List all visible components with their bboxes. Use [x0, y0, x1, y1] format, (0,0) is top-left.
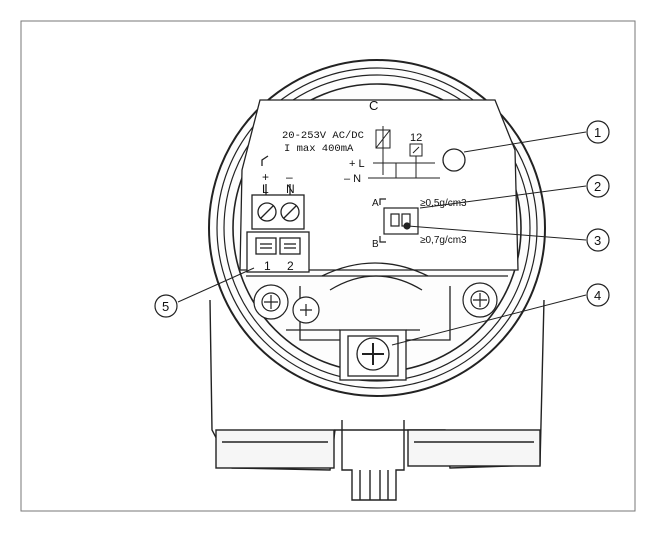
- callout-3: 3: [594, 233, 601, 248]
- housing-body: [209, 299, 545, 501]
- electronics-module: [239, 99, 519, 341]
- callout-leaders: [177, 131, 587, 346]
- terminal-plus-sign: +: [262, 170, 269, 184]
- callout-4: 4: [594, 288, 601, 303]
- callout-2: 2: [594, 179, 601, 194]
- callout-circles: [154, 120, 610, 318]
- terminal-n-label: N: [286, 182, 295, 196]
- voltage-label: 20-253V AC/DC: [282, 130, 364, 142]
- current-label: I max 400mA: [284, 143, 354, 155]
- callout-5: 5: [162, 299, 169, 314]
- neutral-label: – N: [344, 173, 361, 185]
- terminal-1-label: 1: [264, 259, 271, 273]
- switch-b-label: B: [372, 239, 379, 250]
- wiring-schematic: [368, 126, 466, 179]
- line-label: + L: [349, 158, 365, 170]
- terminal-2-label: 2: [287, 259, 294, 273]
- switch-a-label: A: [372, 198, 379, 209]
- terminal-block-bottom: [246, 231, 310, 273]
- lid-screws: [253, 282, 498, 324]
- density-low-label: ≥0,7g/cm3: [420, 235, 467, 246]
- callout-1: 1: [594, 125, 601, 140]
- module-label: C: [369, 98, 378, 113]
- terminal-minus-sign: –: [286, 170, 293, 184]
- frame: [20, 20, 636, 512]
- terminal-l-label: L: [262, 182, 269, 196]
- density-switch: [379, 198, 419, 243]
- earth-screw: [286, 329, 420, 381]
- terminal-block-top: [251, 155, 305, 230]
- relay-terminals-label: 12: [410, 132, 422, 144]
- density-high-label: ≥0,5g/cm3: [420, 198, 467, 209]
